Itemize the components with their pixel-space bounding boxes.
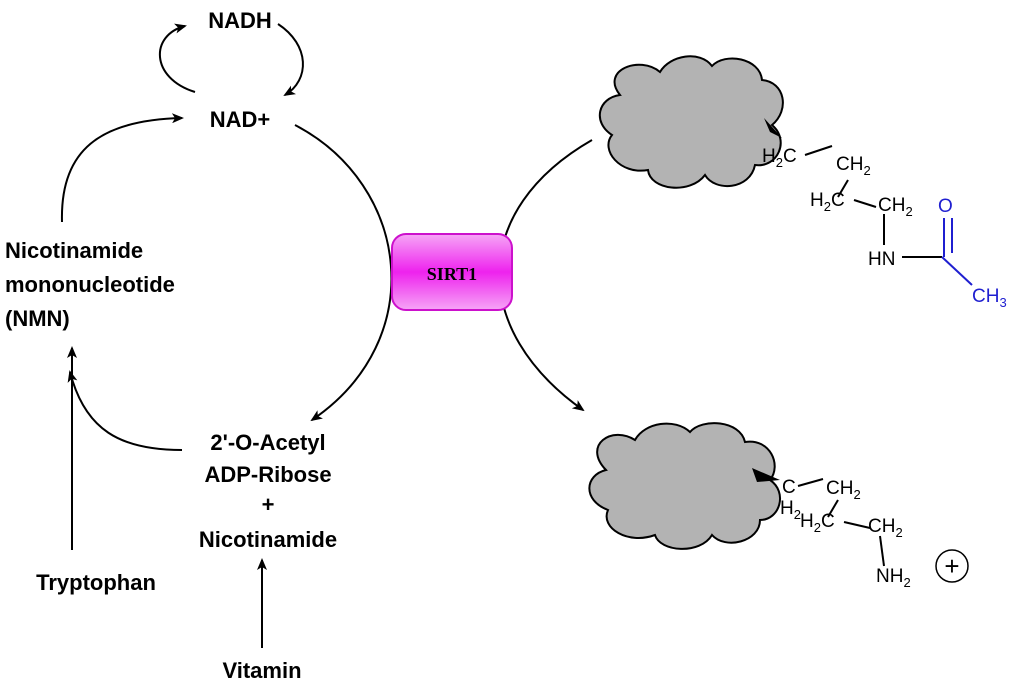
nadh-label: NADH — [208, 8, 272, 33]
nadh-to-nad-arrow — [277, 23, 304, 97]
amine-nh2: NH2 — [876, 566, 911, 590]
amide-nh: HN — [868, 249, 895, 270]
protein-blob-top — [598, 55, 784, 189]
amine-chain-bonds — [797, 478, 885, 567]
acetyl-ch2-c: H2C — [810, 190, 845, 214]
carbonyl-oxygen: O — [938, 196, 953, 217]
wedge-bond-top — [764, 118, 782, 138]
nmn-label-line2: mononucleotide — [5, 272, 175, 297]
vitamin-label: Vitamin — [222, 658, 301, 683]
products-label-line4: Nicotinamide — [199, 527, 337, 552]
products-to-nmn-arc — [67, 370, 183, 451]
acetyl-ch2-b: CH2 — [836, 154, 871, 178]
nad-to-nadh-arrow — [159, 23, 196, 93]
tryptophan-label: Tryptophan — [36, 570, 156, 595]
nad-plus-label: NAD+ — [210, 107, 271, 132]
amine-ch2-a-hydrogens: H2 — [780, 498, 801, 522]
acetyl-methyl: CH3 — [972, 286, 1007, 310]
protein-blob-bottom — [588, 422, 781, 550]
amine-ch2-b: CH2 — [826, 478, 861, 502]
acetyl-group-bonds — [941, 218, 973, 286]
sirt1-enzyme-box — [391, 233, 513, 311]
products-label-line2: ADP-Ribose — [204, 462, 331, 487]
sirt1-label: SIRT1 — [427, 264, 477, 284]
nmn-label-line1: Nicotinamide — [5, 238, 143, 263]
positive-charge-sign: + — [944, 551, 959, 581]
products-label-line3: + — [262, 492, 275, 517]
nmn-to-nad-arc — [60, 113, 184, 223]
products-label-line1: 2'-O-Acetyl — [210, 430, 325, 455]
wedge-bond-bottom — [752, 468, 780, 482]
acetyl-to-deacetyl-arc — [498, 139, 593, 412]
nad-to-products-arc — [294, 124, 393, 422]
amine-ch2-a: C — [782, 477, 796, 498]
acetyl-ch2-d: CH2 — [878, 195, 913, 219]
amine-ch2-c: H2C — [800, 511, 835, 535]
amine-ch2-d: CH2 — [868, 516, 903, 540]
positive-charge-circle — [935, 549, 969, 583]
acetyl-ch2-a: H2C — [762, 146, 797, 170]
acetyl-chain-bonds — [804, 145, 942, 258]
nmn-label-line3: (NMN) — [5, 306, 70, 331]
